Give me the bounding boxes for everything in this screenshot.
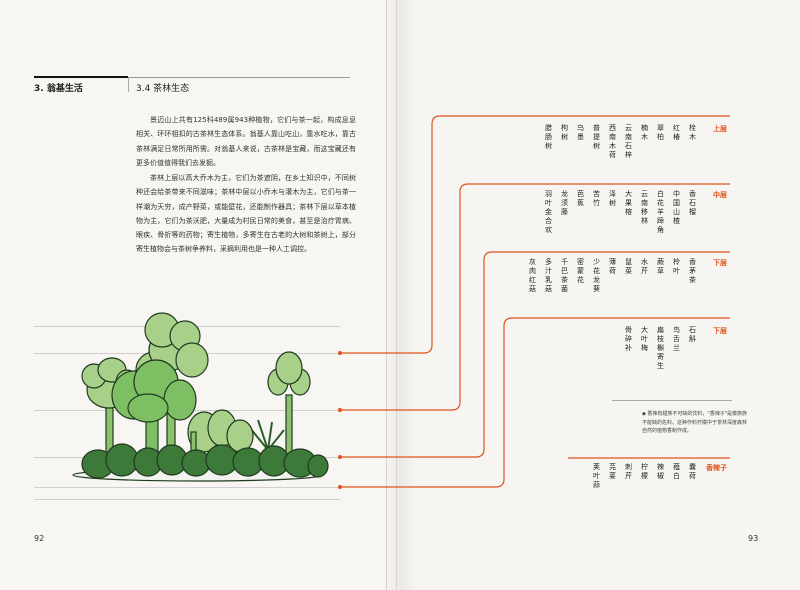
plant-name: 云南移林 [641,190,648,225]
plant-name: 羽叶金合欢 [545,190,552,234]
plant-name: 香茅茶 [689,258,696,284]
page-number-left: 92 [34,534,45,543]
book-gutter [384,0,416,590]
left-page [0,0,400,590]
tier-label-lower: 下层 [713,259,727,267]
plant-name: 泽树 [609,190,616,207]
spice-note: ◆ 香辣有甜族不可缺的饮料，"香辣子"是傣族族不能缺的佐料。这种作料柠檬中于茶林… [642,411,748,435]
header-rule [128,77,350,78]
connector-lower [340,251,730,458]
body-paragraph: 茶林上层以高大乔木为主，它们为茶遮阴，在乡土知识中，不同树种还会给茶带来不同滋味… [136,174,356,254]
plant-name: 少花龙葵 [593,258,600,293]
plant-name: 水芹 [641,258,648,275]
header-rule [34,76,128,78]
plant-name: 薤白 [673,463,680,480]
plant-name: 辣椒 [657,463,664,480]
header-separator [128,78,129,92]
plant-name: 密蒙花 [577,258,584,284]
plant-name: 千巴茶菌 [561,258,568,293]
plant-name: 骨碎补 [625,326,632,352]
guide-line [34,499,340,500]
plant-name: 荚叶蒜 [593,463,600,489]
guide-line [34,487,340,488]
plant-name: 石斛 [689,326,696,343]
tier-label-epiphyte: 下层 [713,327,727,335]
plant-name: 普提树 [593,124,600,150]
plant-name: 囊荷 [689,463,696,480]
connector-middle [340,183,730,411]
plant-name: 栓木 [689,124,696,141]
plant-name: 薄荷 [609,258,616,275]
plant-name: 灰肉红菇 [529,258,536,293]
plant-name: 大果榕 [625,190,632,216]
plant-name: 芫荽 [609,463,616,480]
plant-name: 大叶梅 [641,326,648,352]
gutter-line [396,0,397,590]
plant-name: 腊肠树 [545,124,552,150]
plant-name: 红椿 [673,124,680,141]
plant-name: 柠檬 [641,463,648,480]
plant-name: 云南石梓 [625,124,632,159]
plant-name: 翠柏 [657,124,664,141]
plant-name: 鼠菜 [625,258,632,275]
page-number-right: 93 [748,534,759,543]
plant-name: 香石榴 [689,190,696,216]
note-rule [612,400,732,401]
tier-label-middle: 中层 [713,191,727,199]
plant-name: 扁枝槲寄生 [657,326,664,370]
plant-name: 刺芹 [625,463,632,480]
plant-name: 多汁乳菇 [545,258,552,293]
plant-name: 乌墨 [577,124,584,141]
plant-name: 龙须藤 [561,190,568,216]
plant-name: 枸树 [561,124,568,141]
tea-forest-illustration [72,312,329,482]
plant-name: 白花羊蹄角 [657,190,664,234]
tier-label-spice: 香辣子 [706,464,727,472]
connector-epiphyte [340,317,730,488]
tier-label-upper: 上层 [713,125,727,133]
plant-name: 苦竹 [593,190,600,207]
section-title: 3.4 茶林生态 [136,84,190,94]
gutter-line [386,0,387,590]
plant-name: 柃叶 [673,258,680,275]
connector-upper [340,115,730,354]
plant-name: 楠木 [641,124,648,141]
plant-name: 鸟舌兰 [673,326,680,352]
plant-name: 蕨草 [657,258,664,275]
plant-name: 中国山楂 [673,190,680,225]
right-page [400,0,800,590]
plant-name: 芭蕉 [577,190,584,207]
body-paragraph: 景迈山上共有125科489属943种植物，它们与茶一起，构成息息相关、环环相扣的… [136,116,356,167]
plant-name: 西南木荷 [609,124,616,159]
chapter-title: 3. 翁基生活 [34,84,83,94]
